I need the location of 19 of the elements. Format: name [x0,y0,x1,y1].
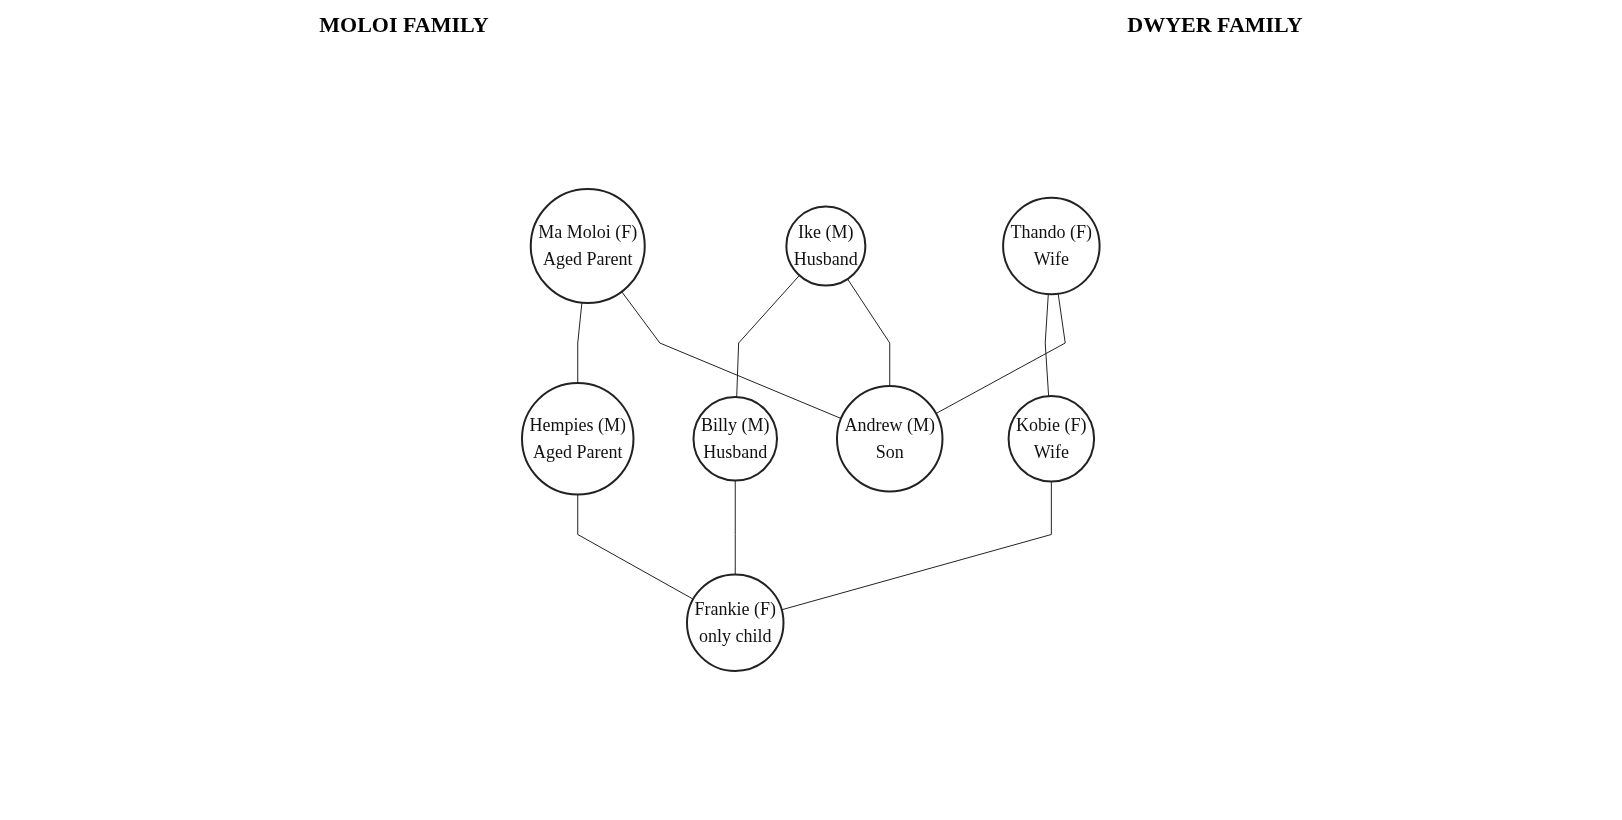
connector [577,302,583,384]
node-circle: Frankie (F) only child [686,573,785,672]
connector [621,291,842,419]
node-circle: Ma Moloi (F) Aged Parent [529,188,646,304]
family-heading: MOLOI FAMILY [319,12,489,38]
connector [781,481,1053,611]
node-circle: Thando (F) Wife [1002,196,1101,296]
connector [734,480,736,575]
node-circle: Billy (M) Husband [692,396,779,482]
connector [935,293,1066,414]
connector [736,274,801,398]
node-circle: Kobie (F) Wife [1007,395,1096,483]
connector [1044,293,1050,397]
node-circle: Ike (M) Husband [785,205,867,287]
node-circle: Hempies (M) Aged Parent [521,382,635,496]
family-heading: DWYER FAMILY [1127,12,1303,38]
connector [847,278,891,387]
connector [577,494,694,600]
node-circle: Andrew (M) Son [836,385,944,493]
